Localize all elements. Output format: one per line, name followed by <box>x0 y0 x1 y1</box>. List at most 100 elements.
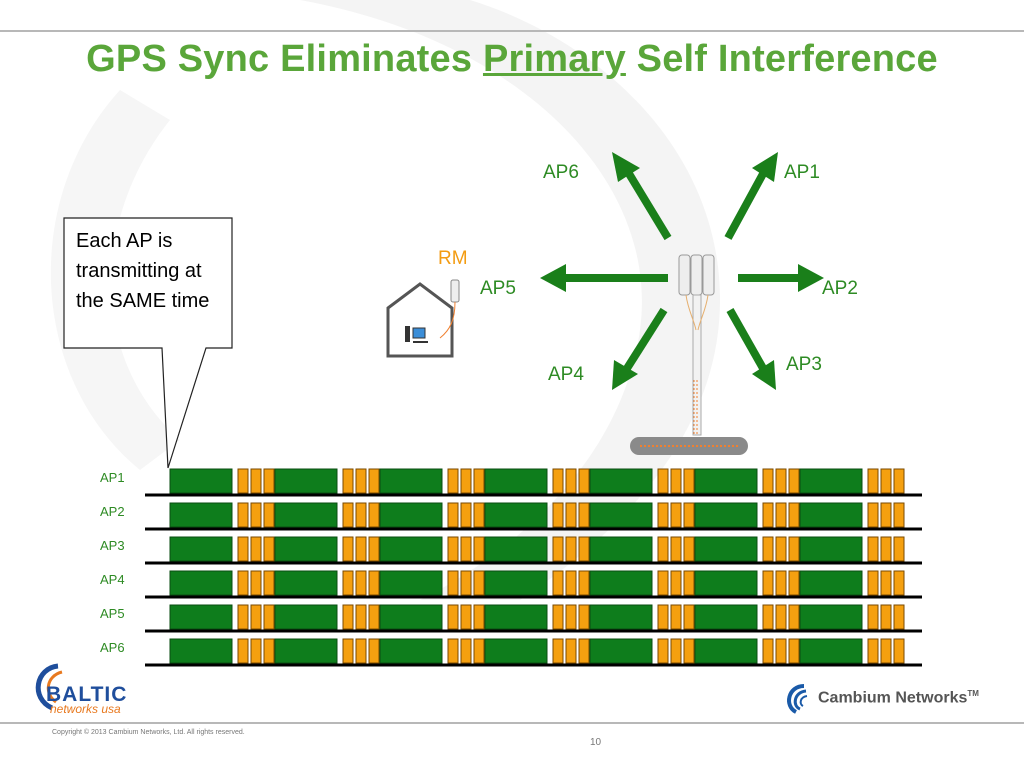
uplink-slot <box>342 570 354 596</box>
uplink-slot <box>867 468 879 494</box>
baltic-logo-icon <box>35 663 63 711</box>
downlink-block <box>379 502 443 528</box>
uplink-slot <box>447 502 459 528</box>
downlink-block <box>484 468 548 494</box>
uplink-slot <box>355 570 367 596</box>
uplink-slot <box>473 536 485 562</box>
uplink-slot <box>263 604 275 630</box>
uplink-slot <box>460 604 472 630</box>
uplink-slot <box>880 536 892 562</box>
downlink-block <box>589 570 653 596</box>
downlink-block <box>589 502 653 528</box>
label-ap5: AP5 <box>480 278 516 299</box>
uplink-slot <box>473 502 485 528</box>
uplink-slot <box>657 604 669 630</box>
downlink-block <box>694 638 758 664</box>
label-ap3: AP3 <box>786 354 822 375</box>
uplink-slot <box>552 604 564 630</box>
uplink-slot <box>473 570 485 596</box>
uplink-slot <box>578 638 590 664</box>
uplink-slot <box>867 502 879 528</box>
uplink-slot <box>762 536 774 562</box>
downlink-block <box>274 468 338 494</box>
timeline-row-ap4 <box>145 570 922 599</box>
downlink-block <box>169 502 233 528</box>
arrow-ap2 <box>738 264 824 292</box>
uplink-slot <box>250 502 262 528</box>
row-label-ap6: AP6 <box>100 640 125 655</box>
uplink-slot <box>788 570 800 596</box>
downlink-block <box>484 502 548 528</box>
uplink-slot <box>460 468 472 494</box>
uplink-slot <box>893 536 905 562</box>
uplink-slot <box>657 638 669 664</box>
uplink-slot <box>893 604 905 630</box>
cambium-tm: TM <box>967 689 979 698</box>
uplink-slot <box>683 536 695 562</box>
uplink-slot <box>867 536 879 562</box>
uplink-slot <box>775 468 787 494</box>
downlink-block <box>694 570 758 596</box>
row-label-ap4: AP4 <box>100 572 125 587</box>
cambium-logo-icon <box>787 684 808 714</box>
downlink-block <box>589 536 653 562</box>
uplink-slot <box>473 604 485 630</box>
uplink-slot <box>355 604 367 630</box>
uplink-slot <box>775 570 787 596</box>
timeline-row-ap5 <box>145 604 922 633</box>
label-ap2: AP2 <box>822 278 858 299</box>
uplink-slot <box>565 502 577 528</box>
uplink-slot <box>775 502 787 528</box>
uplink-slot <box>263 536 275 562</box>
uplink-slot <box>355 536 367 562</box>
downlink-block <box>169 570 233 596</box>
downlink-block <box>799 604 863 630</box>
uplink-slot <box>355 638 367 664</box>
uplink-slot <box>565 604 577 630</box>
uplink-slot <box>368 502 380 528</box>
uplink-slot <box>670 604 682 630</box>
uplink-slot <box>368 638 380 664</box>
downlink-block <box>379 570 443 596</box>
uplink-slot <box>447 638 459 664</box>
downlink-block <box>274 604 338 630</box>
downlink-block <box>589 638 653 664</box>
label-ap1: AP1 <box>784 162 820 183</box>
uplink-slot <box>447 570 459 596</box>
uplink-slot <box>867 570 879 596</box>
uplink-slot <box>552 638 564 664</box>
uplink-slot <box>788 536 800 562</box>
uplink-slot <box>788 468 800 494</box>
uplink-slot <box>342 502 354 528</box>
downlink-block <box>694 604 758 630</box>
uplink-slot <box>788 502 800 528</box>
uplink-slot <box>250 468 262 494</box>
uplink-slot <box>263 502 275 528</box>
ap-tower <box>630 254 748 455</box>
label-ap4: AP4 <box>548 364 584 385</box>
uplink-slot <box>237 536 249 562</box>
uplink-slot <box>775 604 787 630</box>
uplink-slot <box>683 604 695 630</box>
uplink-slot <box>565 536 577 562</box>
rm-label: RM <box>438 248 468 269</box>
uplink-slot <box>237 604 249 630</box>
timeline-row-ap1 <box>145 468 922 497</box>
uplink-slot <box>460 638 472 664</box>
arrow-ap6 <box>612 152 672 241</box>
uplink-slot <box>683 502 695 528</box>
uplink-slot <box>762 502 774 528</box>
downlink-block <box>274 502 338 528</box>
callout-text: Each AP is transmitting at the SAME time <box>76 230 210 312</box>
uplink-slot <box>880 502 892 528</box>
uplink-slot <box>762 604 774 630</box>
uplink-slot <box>355 502 367 528</box>
uplink-slot <box>578 536 590 562</box>
top-divider <box>0 30 1024 32</box>
downlink-block <box>274 570 338 596</box>
downlink-block <box>799 638 863 664</box>
uplink-slot <box>657 570 669 596</box>
uplink-slot <box>657 468 669 494</box>
title-post: Self Interference <box>625 38 938 80</box>
downlink-block <box>379 638 443 664</box>
